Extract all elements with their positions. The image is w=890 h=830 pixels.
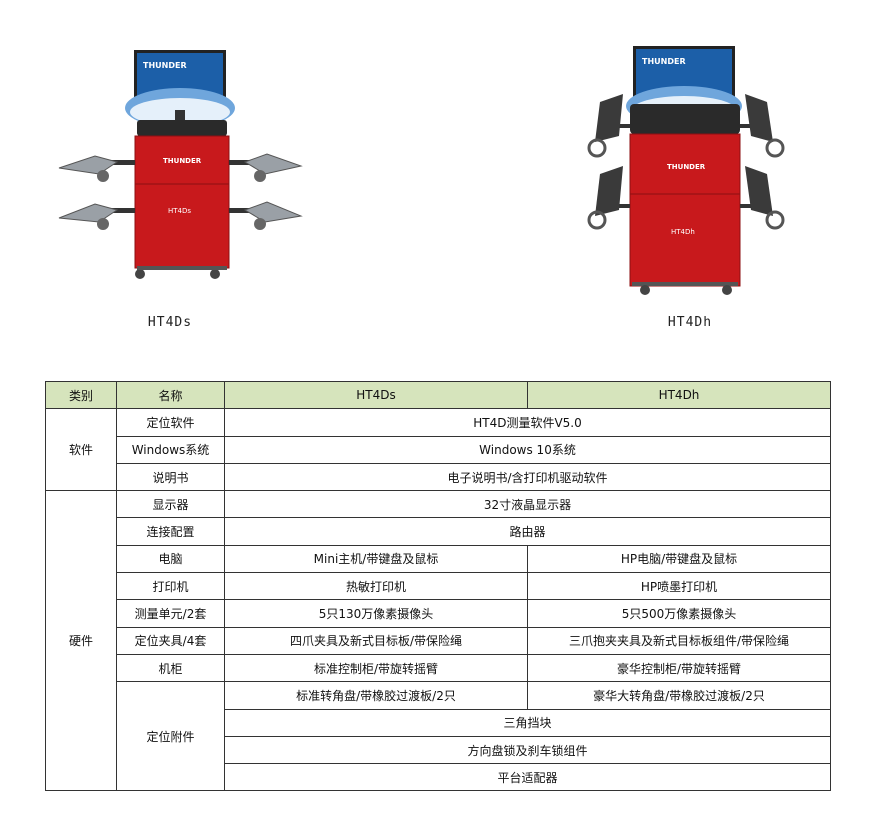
monitor-brand-logo: THUNDER [143,61,187,70]
row-value-a: 四爪夹具及新式目标板/带保险绳 [224,626,528,655]
table-row: 电脑 Mini主机/带键盘及鼠标 HP电脑/带键盘及鼠标 [46,544,831,574]
table-row: 测量单元/2套 5只130万像素摄像头 5只500万像素摄像头 [46,599,831,628]
product-caption-ht4ds: HT4Ds [147,315,193,330]
row-name: 电脑 [116,544,225,574]
category-hardware: 硬件 [45,490,117,792]
row-value: HT4D测量软件V5.0 [224,408,831,437]
table-row: 机柜 标准控制柜/带旋转摇臂 豪华控制柜/带旋转摇臂 [46,653,831,683]
row-name: 显示器 [116,490,225,519]
row-name: 连接配置 [116,517,225,546]
row-name: 测量单元/2套 [116,599,225,628]
row-value-a: 热敏打印机 [224,572,528,601]
table-row: Windows系统 Windows 10系统 [46,435,831,464]
row-value-a: 标准转角盘/带橡胶过渡板/2只 [224,681,528,710]
row-value: 方向盘锁及刹车锁组件 [224,735,831,765]
spec-table: 类别 名称 HT4Ds HT4Dh 软件 定位软件 HT4D测量软件V5.0 W… [45,380,831,792]
row-name: 定位附件 [116,681,225,792]
row-value-b: 三爪抱夹夹具及新式目标板组件/带保险绳 [527,626,831,655]
cabinet-model-label: HT4Ds [168,207,191,215]
row-value: 三角挡块 [224,708,831,737]
row-name: 机柜 [116,653,225,683]
row-value: 路由器 [224,517,831,546]
row-value-b: 豪华控制柜/带旋转摇臂 [527,653,831,683]
row-name: Windows系统 [116,435,225,464]
table-row: 说明书 电子说明书/含打印机驱动软件 [46,462,831,492]
row-value: 32寸液晶显示器 [224,490,831,519]
product-image-ht4dh: THUNDER THUNDER HT4Dh [575,44,815,299]
svg-text:THUNDER: THUNDER [163,157,202,165]
table-header-row: 类别 名称 HT4Ds HT4Dh [45,380,831,410]
table-row: 平台适配器 [46,763,831,792]
row-value: Windows 10系统 [224,435,831,464]
cabinet-model-label: HT4Dh [671,228,695,236]
header-model-b: HT4Dh [527,380,831,410]
row-value-a: Mini主机/带键盘及鼠标 [224,544,528,574]
table-row: 连接配置 路由器 [46,517,831,546]
row-value-b: HP电脑/带键盘及鼠标 [527,544,831,574]
table-row: 硬件 显示器 32寸液晶显示器 [45,490,831,792]
product-caption-ht4dh: HT4Dh [667,315,713,330]
header-model-a: HT4Ds [224,380,528,410]
svg-text:THUNDER: THUNDER [667,163,706,171]
row-value-b: 豪华大转角盘/带橡胶过渡板/2只 [527,681,831,710]
row-value-b: HP喷墨打印机 [527,572,831,601]
row-value-a: 标准控制柜/带旋转摇臂 [224,653,528,683]
header-name: 名称 [116,380,225,410]
row-value: 电子说明书/含打印机驱动软件 [224,462,831,492]
table-row: 打印机 热敏打印机 HP喷墨打印机 [46,572,831,601]
row-value: 平台适配器 [224,763,831,792]
row-value-a: 5只130万像素摄像头 [224,599,528,628]
svg-text:THUNDER: THUNDER [642,57,686,66]
row-name: 打印机 [116,572,225,601]
row-name: 定位软件 [116,408,225,437]
row-name: 定位夹具/4套 [116,626,225,655]
table-row: 软件 定位软件 HT4D测量软件V5.0 [45,408,831,492]
row-value-b: 5只500万像素摄像头 [527,599,831,628]
category-software: 软件 [45,408,117,492]
header-category: 类别 [45,380,117,410]
table-row: 定位夹具/4套 四爪夹具及新式目标板/带保险绳 三爪抱夹夹具及新式目标板组件/带… [46,626,831,655]
product-image-ht4ds: THUNDER THUNDER HT4Ds [55,48,305,288]
row-name: 说明书 [116,462,225,492]
table-row: 定位附件 标准转角盘/带橡胶过渡板/2只 豪华大转角盘/带橡胶过渡板/2只 [46,681,831,792]
